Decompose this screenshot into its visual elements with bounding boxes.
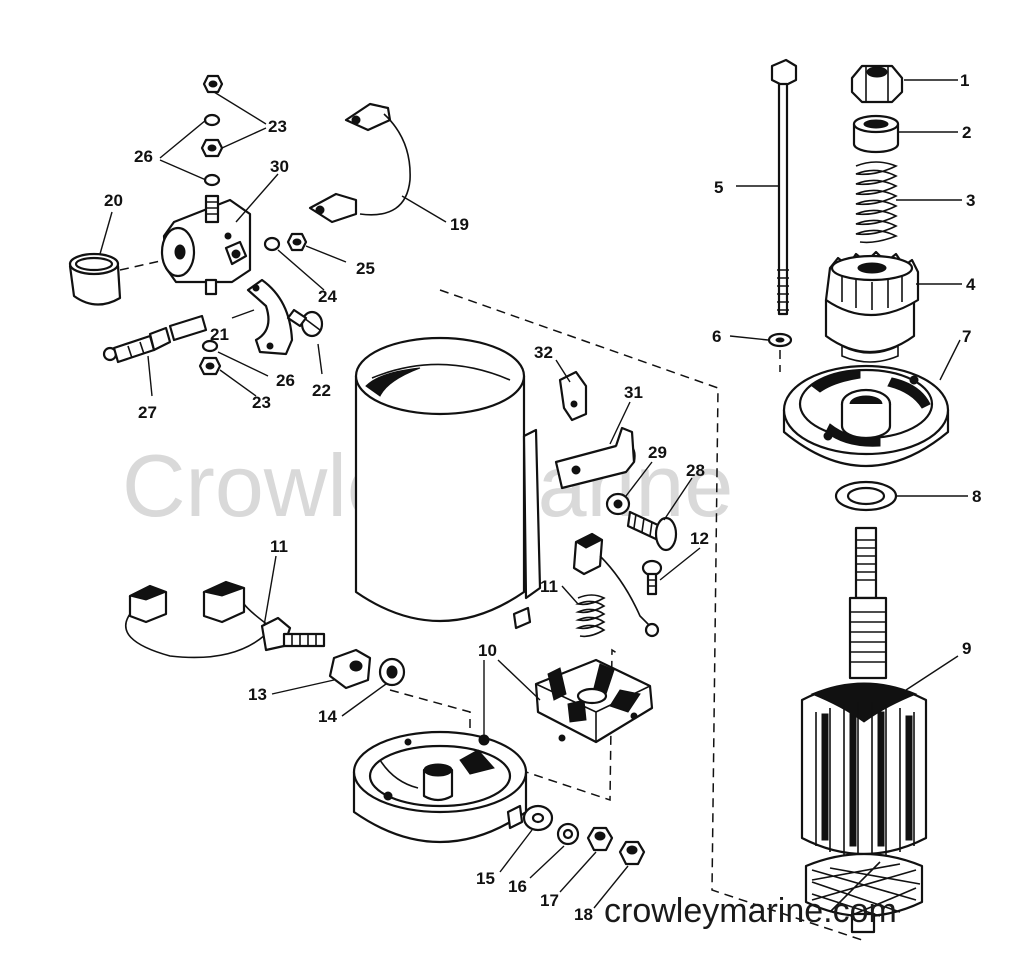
- callout-28: 28: [686, 461, 705, 480]
- field-frame-housing: [354, 336, 542, 630]
- washer-part-26-top: [203, 113, 221, 127]
- bolt-part-28: [626, 510, 678, 552]
- screw-part-12: [641, 559, 663, 596]
- callout-6: 6: [712, 327, 721, 346]
- callout-5: 5: [714, 178, 723, 197]
- nut-part-23-low: [198, 356, 222, 376]
- callout-7: 7: [962, 327, 971, 346]
- callout-29: 29: [648, 443, 667, 462]
- brush-holder-part-10: [534, 658, 654, 744]
- callout-19: 19: [450, 215, 469, 234]
- callout-9: 9: [962, 639, 971, 658]
- brush-set-part-11-left: [124, 580, 326, 659]
- sleeve-part-20: [68, 252, 122, 306]
- callout-2: 2: [962, 123, 971, 142]
- washer-part-24: [263, 236, 281, 252]
- callout-8: 8: [972, 487, 981, 506]
- callout-26-low: 26: [276, 371, 295, 390]
- callout-14: 14: [318, 707, 337, 726]
- washer-part-14: [378, 657, 406, 687]
- callout-32: 32: [534, 343, 553, 362]
- callout-1: 1: [960, 71, 969, 90]
- washer-part-26-mid: [203, 173, 221, 187]
- pinion-gear-part-4: [824, 250, 920, 363]
- lockwasher-part-16: [556, 822, 580, 846]
- cable-part-19: [308, 102, 411, 224]
- nut-part-25: [286, 232, 308, 252]
- bearing-lead-line: [119, 259, 166, 271]
- bracket-part-21: [246, 278, 294, 356]
- callout-23-top: 23: [268, 117, 287, 136]
- callout-15: 15: [476, 869, 495, 888]
- through-bolt-part-5: [770, 58, 798, 316]
- callout-18: 18: [574, 905, 593, 924]
- assembly-outline: [439, 289, 863, 941]
- callout-31: 31: [624, 383, 643, 402]
- plunger-part-27: [102, 314, 208, 364]
- nut-part-23-top: [202, 74, 224, 94]
- callout-17: 17: [540, 891, 559, 910]
- assembly-outline-left: [389, 689, 471, 760]
- callout-13: 13: [248, 685, 267, 704]
- washer-part-29: [605, 492, 631, 516]
- callout-23-low: 23: [252, 393, 271, 412]
- callout-16: 16: [508, 877, 527, 896]
- callout-3: 3: [966, 191, 975, 210]
- nut-part-17: [586, 826, 614, 852]
- solenoid-part-30: [160, 194, 252, 296]
- drive-end-housing-part-7: [782, 364, 950, 467]
- nut-part-1: [850, 64, 904, 104]
- callout-25: 25: [356, 259, 375, 278]
- commutator-end-cap: [352, 730, 528, 843]
- spring-part-3: [855, 161, 898, 244]
- terminal-insulator-part-13: [328, 648, 372, 690]
- armature-part-9: [800, 526, 928, 934]
- collar-part-2: [852, 114, 900, 154]
- strap-part-31: [554, 426, 636, 490]
- washer-part-15: [522, 804, 554, 832]
- nut-part-18: [618, 840, 646, 866]
- callout-22: 22: [312, 381, 331, 400]
- callout-11-right: 11: [540, 577, 558, 596]
- nut-part-23-mid: [200, 138, 224, 158]
- watermark-url: crowleymarine.com: [604, 892, 897, 930]
- brush-and-spring-part-11-right: [572, 532, 660, 638]
- callout-27: 27: [138, 403, 157, 422]
- callout-26-top: 26: [134, 147, 153, 166]
- clip-part-32: [558, 370, 588, 422]
- callout-20: 20: [104, 191, 123, 210]
- washer-part-26-low: [201, 339, 219, 353]
- leader-lines: [99, 79, 968, 909]
- callout-21: 21: [210, 325, 229, 344]
- washer-part-6: [767, 332, 793, 348]
- callout-10: 10: [478, 641, 497, 660]
- callout-12: 12: [690, 529, 709, 548]
- callout-30: 30: [270, 157, 289, 176]
- thrust-washer-part-8: [834, 480, 898, 512]
- screw-part-22: [286, 308, 324, 338]
- callout-11-left: 11: [270, 537, 288, 556]
- callout-24: 24: [318, 287, 337, 306]
- callout-4: 4: [966, 275, 976, 294]
